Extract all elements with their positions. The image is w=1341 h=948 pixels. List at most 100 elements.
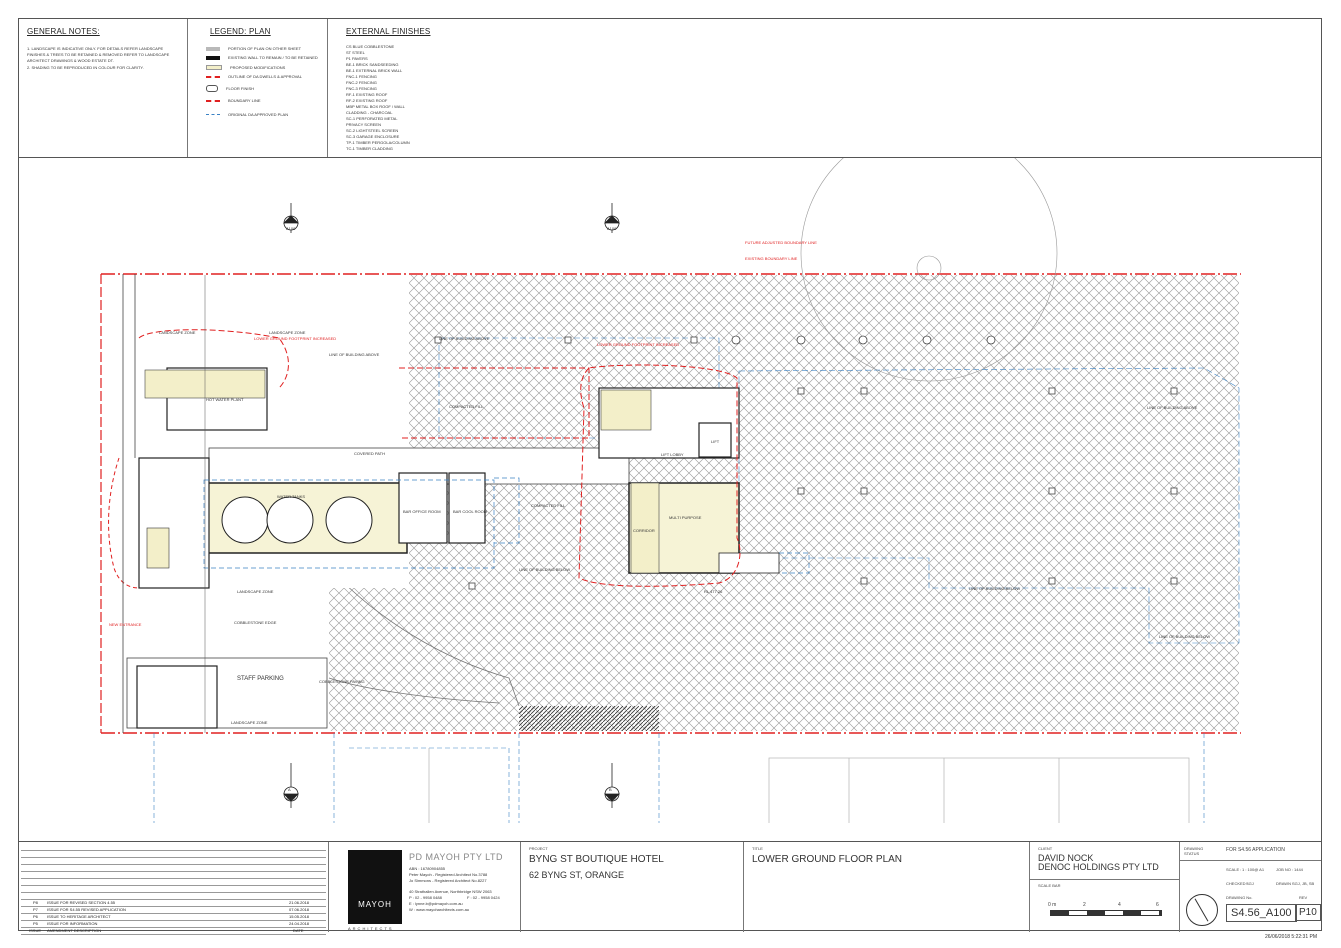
revision-table: P8 ISSUE FOR REVISED SECTION 4.55 21.06.… (19, 842, 329, 935)
scale-tick: 6 (1156, 902, 1159, 908)
legend-swatch (206, 114, 220, 115)
section-marker-bottom-left (283, 763, 299, 808)
scale-bar (1050, 910, 1162, 916)
da-outline (399, 367, 590, 439)
section-letter: A (288, 215, 291, 220)
water-tank (325, 496, 373, 544)
label-hot-water-plant: HOT WATER PLANT (206, 397, 244, 402)
label-staff-parking: STAFF PARKING (237, 676, 284, 682)
label-covered-path: COVERED PATH (354, 451, 385, 456)
revision-header: ISSUE AMENDMENT DESCRIPTION DATE (21, 928, 326, 935)
legend-item: PROPOSED MODIFICATIONS (206, 64, 285, 71)
stair-core-left (138, 457, 210, 589)
job-label: JOB NO : (1276, 867, 1294, 872)
finish-item: PRIVACY SCREEN (346, 122, 381, 127)
plant-room-yellow (600, 389, 652, 431)
section-letter: A (288, 787, 291, 792)
label-cobblestone-paving: COBBLESTONE PAVING (319, 679, 365, 684)
label-line-building-above: LINE OF BUILDING ABOVE (439, 336, 490, 341)
label-water-tanks: WATER TANKS (277, 494, 305, 499)
section-sheet-ref: A100 (286, 796, 296, 801)
project-block: PROJECT BYNG ST BOUTIQUE HOTEL 62 BYNG S… (521, 842, 744, 932)
job-number: 1444 (1294, 867, 1303, 872)
architect-block: MAYOH ARCHITECTS PD MAYOH PTY LTD ABN : … (329, 842, 521, 932)
plan-legend: LEGEND: PLAN PORTION OF PLAN ON OTHER SH… (188, 19, 328, 157)
finish-item: CLADDING - CHARCOAL (346, 110, 393, 115)
finish-item: FNC-2 FENCING (346, 80, 377, 85)
line-of-building-above (738, 367, 1240, 644)
title-label: TITLE (752, 846, 763, 851)
label-compacted-fill: COMPACTED FILL (531, 503, 566, 508)
label-line-building-below: LINE OF BUILDING BELOW (519, 567, 570, 572)
floor-plan-drawing: LANDSCAPE ZONE LANDSCAPE ZONE LANDSCAPE … (19, 124, 1321, 841)
legend-item: PORTION OF PLAN ON OTHER SHEET (206, 45, 301, 52)
label-line-building-below: LINE OF BUILDING BELOW (1159, 634, 1210, 639)
da-outline (138, 329, 289, 389)
drawing-sheet: GENERAL NOTES: 1. LANDSCAPE IS INDICATIV… (18, 18, 1322, 935)
section-letter: B (609, 215, 612, 220)
legend-label: BOUNDARY LINE (228, 97, 261, 103)
drawing-no-label: DRAWING No. (1226, 895, 1253, 900)
cobblestone-paving-area (519, 706, 659, 731)
bar-office-room (398, 472, 448, 544)
firm-address: 40 Strathallen Avenue, Northbridge NSW 2… (409, 889, 492, 894)
section-sheet-ref: A100 (286, 226, 296, 231)
project-name: BYNG ST BOUTIQUE HOTEL (529, 854, 664, 865)
legend-label: EXISTING WALL TO REMAIN / TO BE RETAINED (228, 54, 318, 60)
stairs (146, 527, 170, 569)
revision: P10 (1295, 904, 1321, 921)
original-da-outline (203, 479, 495, 569)
legend-item: ORIGINAL DA APPROVED PLAN (206, 111, 288, 118)
firm-fax: F : 02 - 9958 0424 (467, 895, 500, 900)
section-sheet-ref: A100 (607, 226, 617, 231)
legend-label: PROPOSED MODIFICATIONS (230, 64, 286, 70)
label-bar-office: BAR OFFICE ROOM (403, 509, 441, 514)
finish-item: RF-2 EXISTING ROOF (346, 98, 388, 103)
notes-panel: GENERAL NOTES: 1. LANDSCAPE IS INDICATIV… (19, 19, 1321, 158)
legend-swatch (206, 65, 222, 70)
print-timestamp: 26/06/2018 5:22:31 PM (1265, 934, 1317, 940)
legend-label: ORIGINAL DA APPROVED PLAN (228, 111, 289, 117)
client-block: CLIENT DAVID NOCK DENOC HOLDINGS PTY LTD… (1030, 842, 1180, 932)
section-sheet-ref: A100 (607, 796, 617, 801)
drawing-info-block: DRAWING STATUS FOR S4.56 APPLICATION SCA… (1180, 842, 1321, 932)
project-label: PROJECT (529, 846, 548, 851)
label-multi-purpose: MULTI PURPOSE (669, 515, 702, 520)
legend-item: FLOOR FINISH (206, 85, 254, 92)
finishes-list: CS BLUE COBBLESTONE ST STEEL P1 PAVERS B… (346, 44, 410, 152)
label-existing-boundary: EXISTING BOUNDARY LINE (745, 256, 798, 261)
revision-row: P5 ISSUE FOR INFORMATION 24.04.2018 (21, 921, 326, 928)
finishes-heading: EXTERNAL FINISHES (346, 27, 431, 36)
title-cell: TITLE LOWER GROUND FLOOR PLAN (744, 842, 1030, 932)
finish-item: SC-3 GARAGE ENCLOSURE (346, 134, 400, 139)
firm-architect: Peter Mayoh - Registered Architect No.37… (409, 872, 488, 877)
label-line-building-above: LINE OF BUILDING ABOVE (329, 352, 380, 357)
firm-abn: ABN : 16780904855 (409, 866, 446, 871)
finish-item: TC-1 TIMBER CLADDING (346, 146, 393, 151)
label-lift-lobby: LIFT LOBBY (661, 452, 684, 457)
tree-trunk-outline (916, 255, 942, 281)
checked-by: SGJ (1246, 881, 1254, 886)
general-notes-heading: GENERAL NOTES: (27, 27, 100, 36)
scale-bar-label: SCALE BAR (1038, 883, 1061, 888)
project-address: 62 BYNG ST, ORANGE (529, 870, 625, 880)
label-future-boundary: FUTURE ADJUSTED BOUNDARY LINE (745, 240, 817, 245)
original-da-outline (494, 477, 520, 544)
label-landscape-zone: LANDSCAPE ZONE (237, 589, 274, 594)
scale-tick: 4 (1118, 902, 1121, 908)
revision-row: P8 ISSUE FOR REVISED SECTION 4.55 21.06.… (21, 900, 326, 907)
mayoh-logo: MAYOH (348, 850, 402, 924)
label-lift: LIFT (711, 439, 720, 444)
label-corridor: CORRIDOR (633, 528, 655, 533)
firm-email: E : lynne.b@pdmayoh.com.au (409, 901, 463, 906)
section-marker-top-right (604, 203, 620, 233)
label-bar-coolroom: BAR COOL ROOM (453, 509, 487, 514)
drawn-label: DRAWN : (1276, 881, 1294, 886)
external-finishes: EXTERNAL FINISHES CS BLUE COBBLESTONE ST… (328, 19, 528, 157)
corridor (630, 482, 660, 574)
floor-plan-svg: LANDSCAPE ZONE LANDSCAPE ZONE LANDSCAPE … (100, 124, 1241, 823)
finish-item: P1 PAVERS (346, 56, 368, 61)
revision-row: P6 ISSUE TO HERITAGE ARCHITECT 15.05.201… (21, 914, 326, 921)
revision-rows: P8 ISSUE FOR REVISED SECTION 4.55 21.06.… (21, 844, 326, 935)
label-new-entrance: NEW ENTRANCE (109, 622, 142, 627)
